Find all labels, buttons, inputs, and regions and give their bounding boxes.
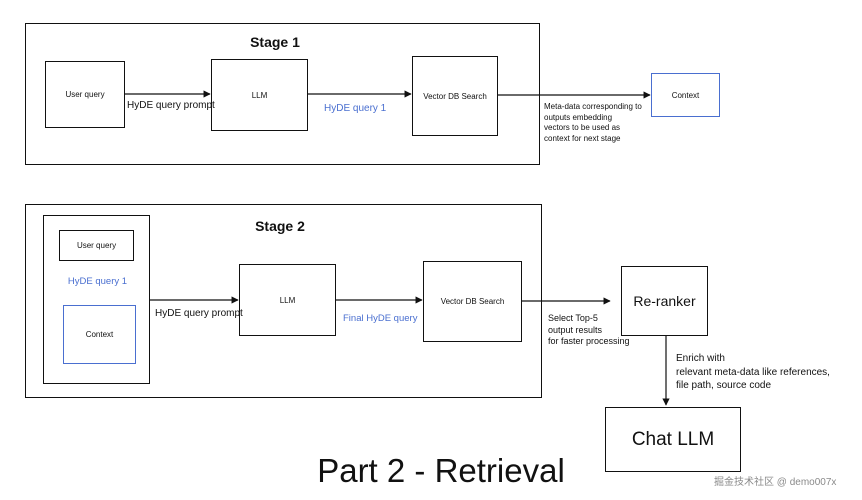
stage1-user-query-box: User query <box>45 61 125 128</box>
stage2-final-hyde-query-label: Final HyDE query <box>343 313 418 324</box>
stage2-select-note-line-3: for faster processing <box>548 336 630 346</box>
stage1-frame <box>25 23 540 165</box>
stage2-context-box: Context <box>63 305 136 364</box>
stage1-context-box: Context <box>651 73 720 117</box>
stage1-hyde-query-prompt-label: HyDE query prompt <box>127 100 215 111</box>
stage1-meta-note-line-3: vectors to be used as <box>544 123 621 132</box>
stage1-meta-data-note: Meta-data corresponding to outputs embed… <box>544 102 654 144</box>
page-title: Part 2 - Retrieval <box>317 452 565 489</box>
enrich-note: Enrich with relevant meta-data like refe… <box>676 352 856 393</box>
enrich-note-line-2: relevant meta-data like references, <box>676 366 830 378</box>
stage2-title: Stage 2 <box>255 218 305 234</box>
stage1-meta-note-line-2: outputs embedding <box>544 112 613 122</box>
stage2-select-note-line-2: output results <box>548 324 603 335</box>
stage1-title: Stage 1 <box>250 34 300 50</box>
stage2-vector-db-search-box: Vector DB Search <box>423 261 522 342</box>
stage2-select-note-line-1: Select Top-5 <box>548 313 598 323</box>
stage1-llm-box: LLM <box>211 59 308 131</box>
stage1-vector-db-search-box: Vector DB Search <box>412 56 498 136</box>
stage1-meta-note-line-4: context for next stage <box>544 133 621 143</box>
stage2-hyde-query-1-label: HyDE query 1 <box>67 275 128 287</box>
stage1-meta-note-line-1: Meta-data corresponding to <box>544 102 642 111</box>
chat-llm-box: Chat LLM <box>605 407 741 472</box>
enrich-note-line-3: file path, source code <box>676 380 772 391</box>
reranker-box: Re-ranker <box>621 266 708 336</box>
enrich-note-line-1: Enrich with <box>676 353 725 364</box>
watermark: 掘金技术社区 @ demo007x <box>714 477 837 488</box>
stage2-llm-box: LLM <box>239 264 336 336</box>
stage1-hyde-query-1-label: HyDE query 1 <box>324 103 387 114</box>
stage2-select-top5-note: Select Top-5 output results for faster p… <box>548 313 648 348</box>
stage2-user-query-box: User query <box>59 230 134 261</box>
stage2-hyde-query-prompt-label: HyDE query prompt <box>155 308 243 319</box>
